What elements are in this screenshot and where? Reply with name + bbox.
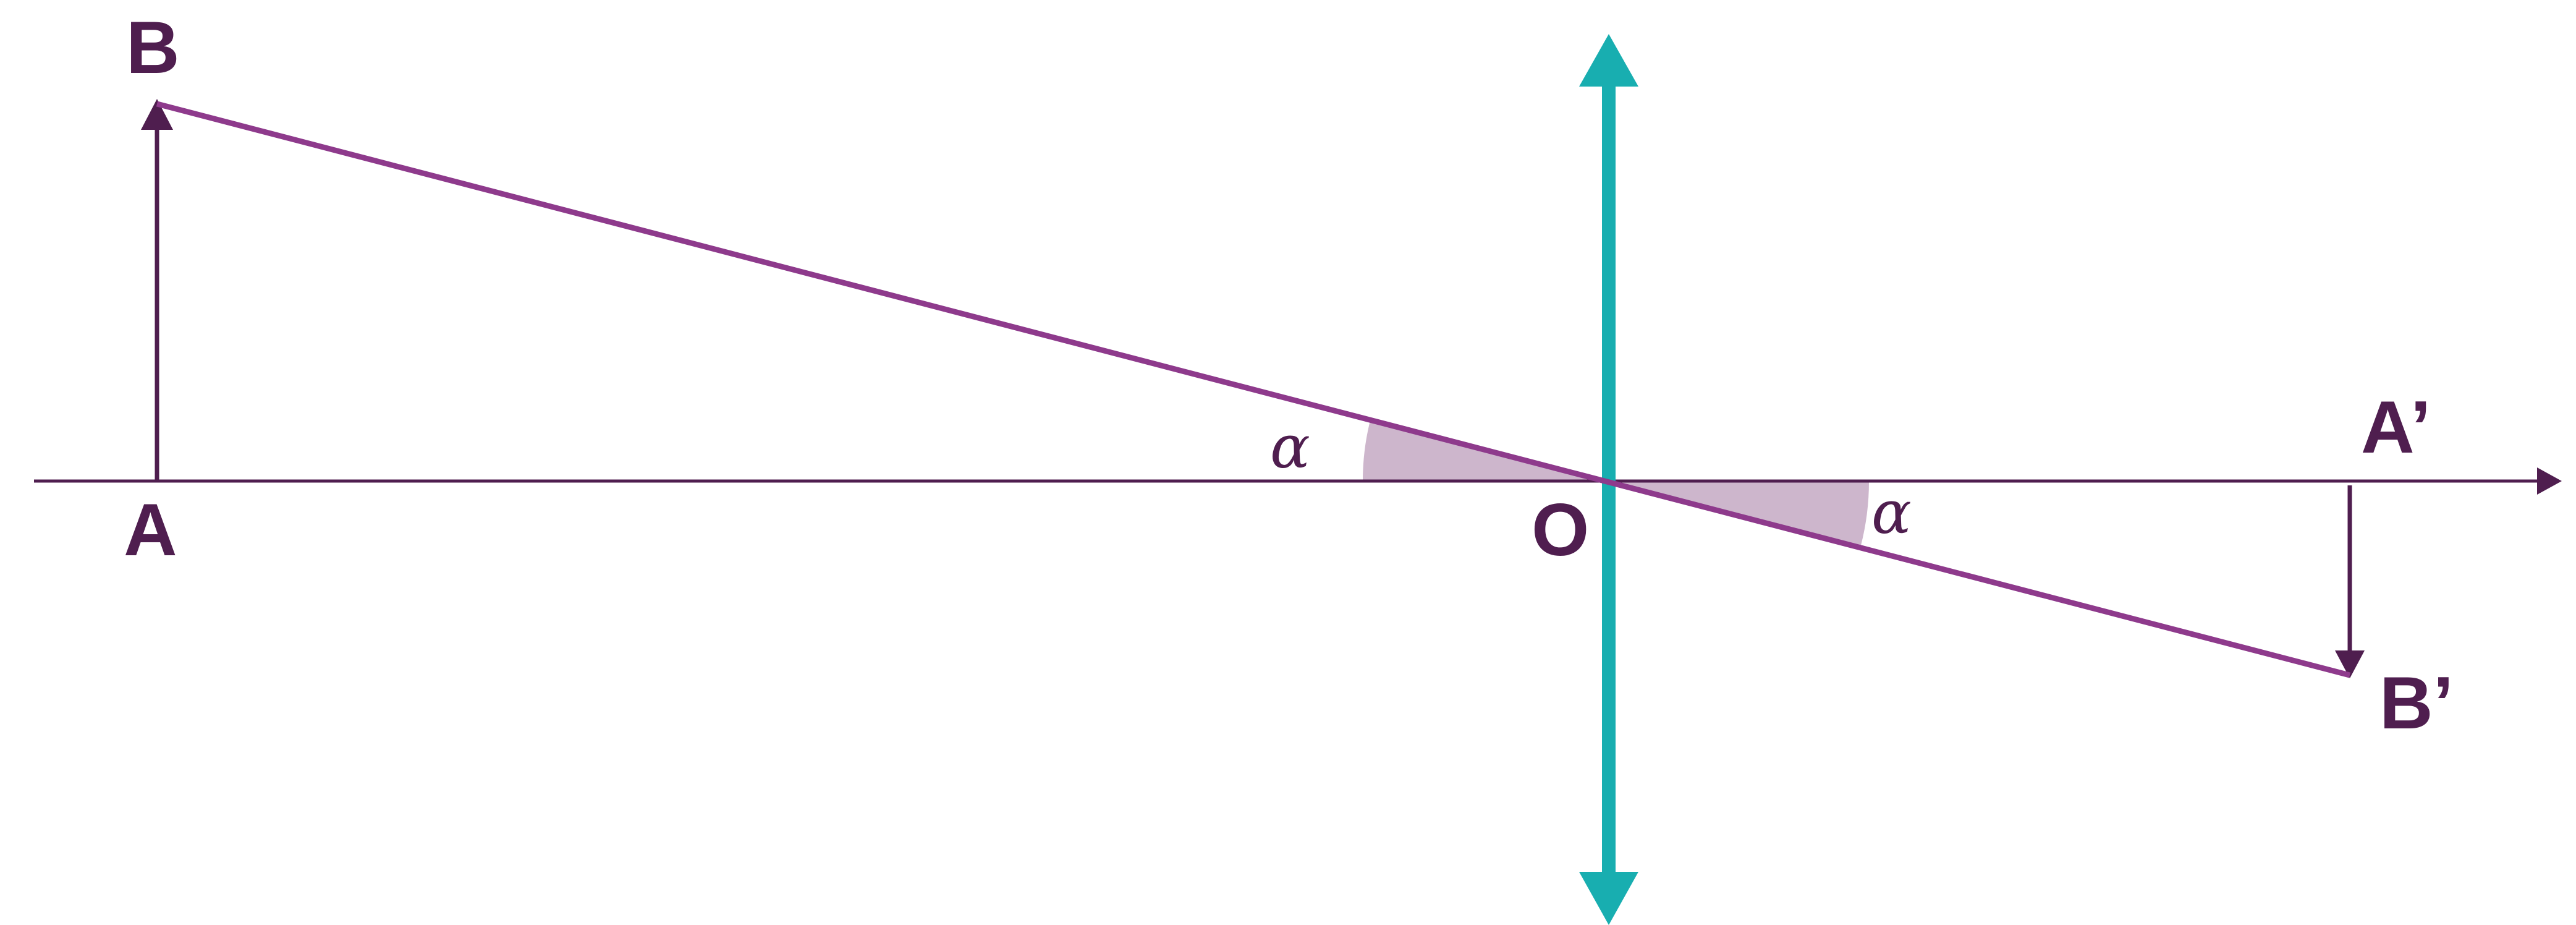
- label-A: A: [124, 488, 177, 571]
- label-B: B: [126, 6, 180, 89]
- angle-label-right: α: [1871, 478, 1912, 547]
- label-A-prime: A’: [2361, 386, 2431, 469]
- arrow-right-icon: [2537, 467, 2562, 495]
- object-arrowhead: [141, 99, 173, 130]
- lens-top-arrowhead: [1579, 34, 1638, 87]
- lens-bottom-arrowhead: [1579, 872, 1638, 925]
- label-B-prime: B’: [2379, 662, 2454, 744]
- angle-label-left: α: [1270, 412, 1310, 482]
- image-arrowhead: [2335, 650, 2365, 678]
- central-ray: [156, 101, 2351, 678]
- label-O: O: [1532, 488, 1589, 571]
